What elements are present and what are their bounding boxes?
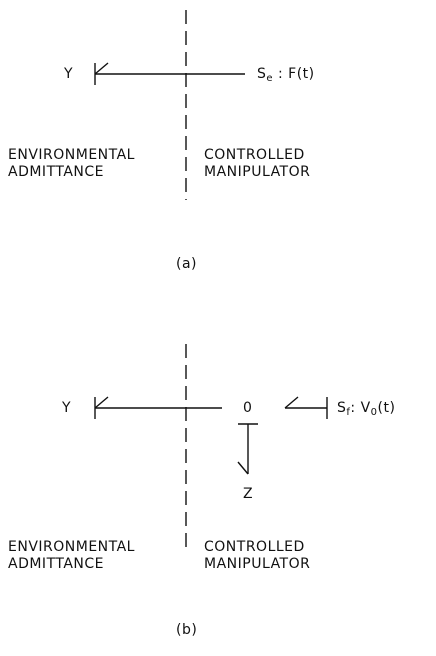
source-label-a: Se : F(t) xyxy=(257,66,315,87)
bond-half-arrow-z-b xyxy=(237,461,249,475)
caption-a: (a) xyxy=(176,256,198,272)
junction-label-b: 0 xyxy=(243,400,253,416)
manipulator-line-2-b: MANIPULATOR xyxy=(204,556,311,572)
source-subscript-b: f xyxy=(346,407,351,418)
source-symbol-b: S xyxy=(337,400,347,416)
manipulator-label-a: CONTROLLED MANIPULATOR xyxy=(204,147,310,181)
y-label-b: Y xyxy=(62,400,72,416)
caption-b: (b) xyxy=(176,622,198,638)
manipulator-line-2-a: MANIPULATOR xyxy=(204,164,311,180)
source-subscript-a: e xyxy=(266,73,274,84)
y-label-a: Y xyxy=(64,66,74,82)
environment-label-a: ENVIRONMENTAL ADMITTANCE xyxy=(8,147,135,181)
manipulator-label-b: CONTROLLED MANIPULATOR xyxy=(204,539,310,573)
source-label-b: Sf: V0(t) xyxy=(337,400,395,421)
bond-half-arrow-y-b xyxy=(94,396,109,409)
environment-line-1-b: ENVIRONMENTAL xyxy=(8,539,135,555)
environment-line-2-a: ADMITTANCE xyxy=(8,164,105,180)
source-value-prefix-b: : V xyxy=(350,400,371,416)
manipulator-line-1-a: CONTROLLED xyxy=(204,147,305,163)
bond-half-arrow-a xyxy=(94,62,109,75)
manipulator-line-1-b: CONTROLLED xyxy=(204,539,305,555)
bond-half-arrow-source-b xyxy=(284,396,299,409)
environment-label-b: ENVIRONMENTAL ADMITTANCE xyxy=(8,539,135,573)
source-value-a: : F(t) xyxy=(278,66,315,82)
source-value-subscript-b: 0 xyxy=(370,407,378,418)
environment-line-1-a: ENVIRONMENTAL xyxy=(8,147,135,163)
z-label-b: Z xyxy=(243,486,254,502)
source-symbol-a: S xyxy=(257,66,267,82)
environment-line-2-b: ADMITTANCE xyxy=(8,556,105,572)
source-value-suffix-b: (t) xyxy=(377,400,396,416)
